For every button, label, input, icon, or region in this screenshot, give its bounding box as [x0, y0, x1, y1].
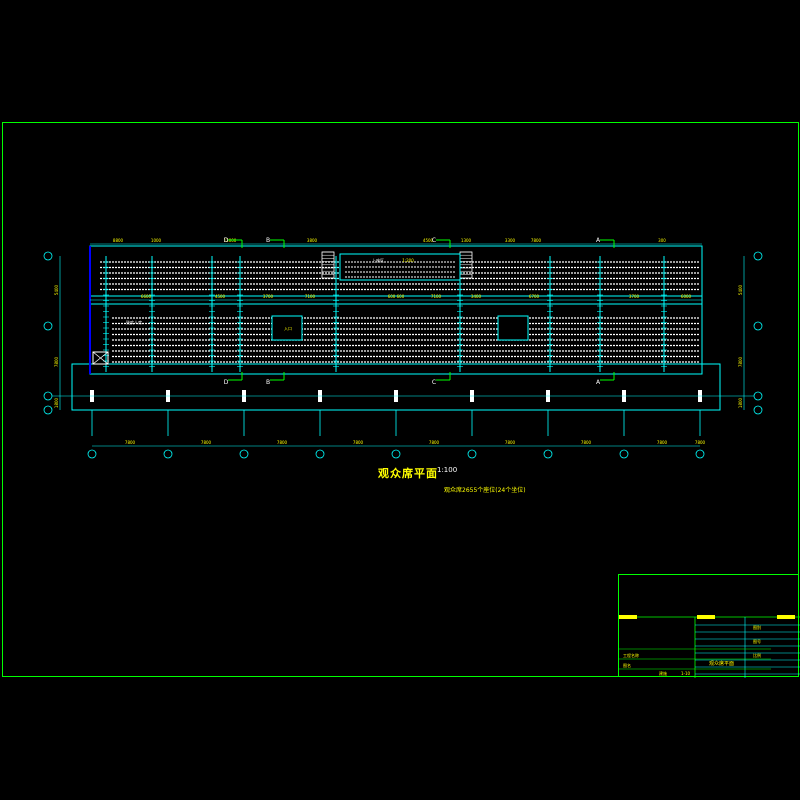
stairs [321, 251, 473, 279]
dim-label: 7800 [125, 440, 136, 445]
section-label: C [432, 237, 436, 244]
plan-title: 观众席平面 [378, 467, 438, 480]
axis-bubble [315, 449, 325, 459]
elevator-box [92, 351, 109, 365]
dim-label: 7800 [353, 440, 364, 445]
dim-label: 6000 [681, 294, 692, 299]
dim-label: 7100 [431, 294, 442, 299]
seat-rows-lower [112, 317, 700, 363]
axis-bubble [239, 449, 249, 459]
dim-label: 4500 [423, 238, 434, 243]
axis-bubble [753, 405, 763, 415]
grid-axes [43, 251, 763, 459]
title-block: 观众席平面 工程名称图名建施 1-10 图别图号比例 [618, 574, 800, 678]
dim-label: 7800 [657, 440, 668, 445]
dim-label: 7800 [201, 440, 212, 445]
dim-label: 6600 [141, 294, 152, 299]
outline-corridor [71, 363, 721, 411]
section-label: B [266, 237, 270, 244]
dim-label: 4500 [215, 294, 226, 299]
dim-label: 5400 [54, 284, 59, 295]
dim-label: 1300 [461, 238, 472, 243]
dim-label: 7800 [531, 238, 542, 243]
plan-note: 观众席2655个座位(24个坐位) [444, 487, 526, 494]
dim-label: 1800 [738, 397, 743, 408]
dim-label: 7100 [305, 294, 316, 299]
tb-drawing-label: 图名 [623, 662, 631, 668]
tb-col-header: 图别 [753, 624, 761, 630]
tb-col-header: 比例 [753, 652, 761, 658]
tb-drawing-name: 观众席平面 [709, 660, 734, 667]
dim-label: 300 [658, 238, 666, 243]
right-box [497, 315, 529, 341]
tb-number: 1-10 [681, 671, 691, 676]
center-box-label: 入口 [284, 326, 292, 331]
dim-label: 6700 [529, 294, 540, 299]
tb-highlight [697, 615, 715, 619]
elevator-cross [92, 351, 109, 365]
axis-bubble [467, 449, 477, 459]
section-label: D [224, 379, 229, 386]
dim-label: 600 600 [388, 294, 405, 299]
tb-highlight [619, 615, 637, 619]
axis-bubble [753, 251, 763, 261]
axis-bubble [543, 449, 553, 459]
plan-scale: 1:100 [437, 466, 458, 474]
axis-bubble [43, 251, 53, 261]
dim-label: 7800 [277, 440, 288, 445]
dim-label: 7800 [505, 440, 516, 445]
upper-center-label: 上座区 [372, 257, 384, 263]
dim-label: 7800 [429, 440, 440, 445]
dim-label: 1000 [151, 238, 162, 243]
center-box [271, 315, 303, 341]
special-boxes [89, 246, 529, 374]
axis-bubble [391, 449, 401, 459]
tb-col-header: 图号 [753, 638, 761, 644]
axis-bubble [43, 321, 53, 331]
dimensions-side: 5400 7800 1800 5400 7800 1800 [54, 256, 745, 410]
axis-bubble [87, 449, 97, 459]
dim-label: 1800 [54, 397, 59, 408]
dim-label: 3800 [307, 238, 318, 243]
axis-bubble [695, 449, 705, 459]
aisles [103, 256, 667, 372]
section-label: D [224, 237, 229, 244]
dimensions-top: 880010001200038004500130033007800300 [90, 238, 702, 245]
section-marks: D B C A D B C A [224, 237, 615, 386]
drawing-frame [2, 122, 799, 677]
section-label: C [432, 379, 436, 386]
axis-bubble [43, 391, 53, 401]
dim-label: 5400 [738, 284, 743, 295]
axis-bubble [753, 321, 763, 331]
tb-sheet: 建施 [659, 670, 667, 676]
dim-label: 3700 [629, 294, 640, 299]
dim-label: 3700 [263, 294, 274, 299]
axis-bubble [163, 449, 173, 459]
section-label: A [596, 237, 601, 244]
axis-bubble [43, 405, 53, 415]
dim-label: 7800 [738, 356, 743, 367]
axis-bubble [753, 391, 763, 401]
section-label: B [266, 379, 270, 386]
left-box-label: 残疾人席 [126, 319, 142, 325]
section-label: A [596, 379, 601, 386]
axis-bubble [619, 449, 629, 459]
dimensions-bottom: 7800 7800 7800 7800 7800 7800 7800 7800 7800 [92, 440, 706, 447]
dim-label: 7800 [695, 440, 706, 445]
dim-label: 7800 [581, 440, 592, 445]
upper-center-box-label: 1:200 [402, 258, 414, 263]
tb-highlight [777, 615, 795, 619]
dimensions-middle: 6600 4500 3700 7100 600 600 7100 3400 6700 3700 6… [90, 294, 702, 301]
dim-label: 8800 [113, 238, 124, 243]
dim-label: 3300 [505, 238, 516, 243]
tb-project-label: 工程名称 [623, 652, 639, 658]
dim-label: 3400 [471, 294, 482, 299]
dim-label: 7800 [54, 356, 59, 367]
